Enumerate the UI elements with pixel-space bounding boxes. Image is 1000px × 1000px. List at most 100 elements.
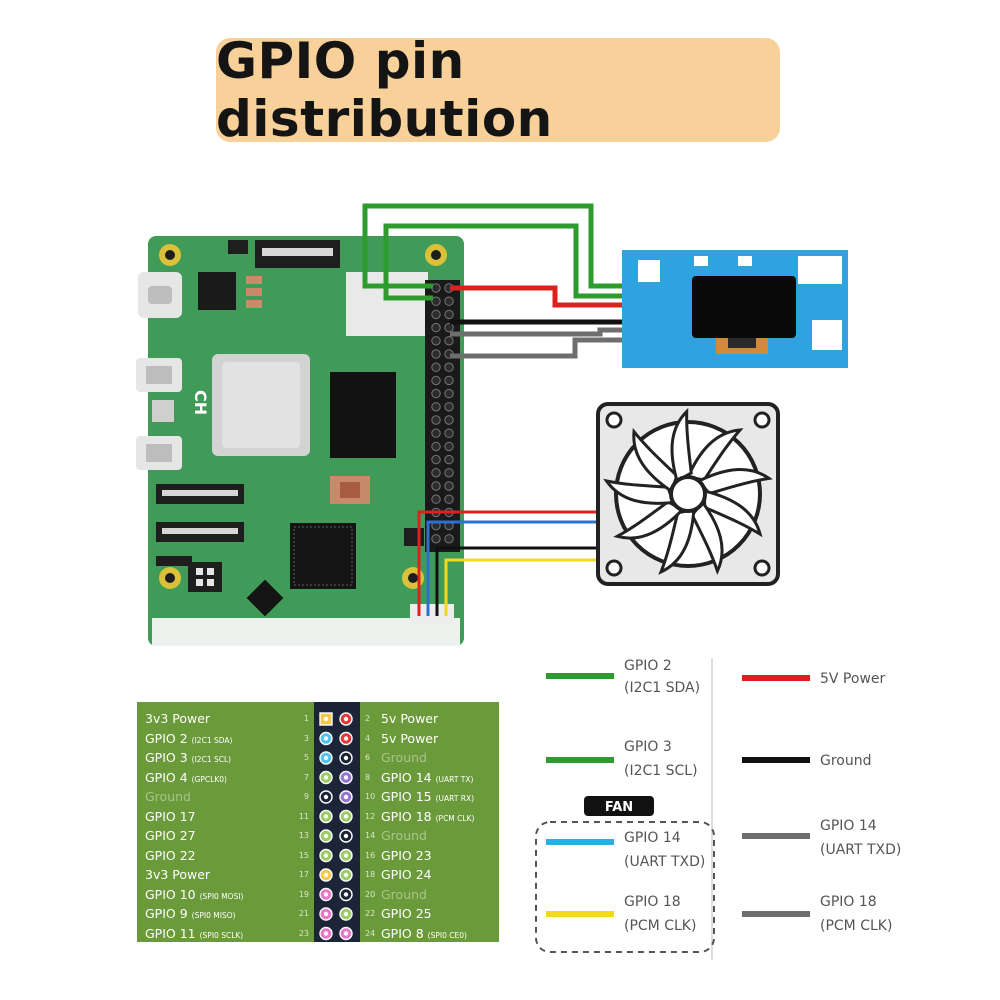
- header-pin: [444, 388, 454, 399]
- header-pin: [431, 534, 441, 544]
- pin-left-function: (SPI0 MISO): [191, 911, 236, 920]
- header-pin: [444, 494, 454, 504]
- pinout-dot-center: [323, 911, 329, 917]
- pin-right-name: GPIO 25: [381, 906, 432, 921]
- pin-left-name: Ground: [145, 789, 191, 804]
- fan-blade-icon: [603, 407, 773, 576]
- pin-number-right: 12: [365, 811, 376, 821]
- pinout-dot-center: [343, 814, 349, 819]
- fan-hub: [669, 475, 707, 513]
- io-chip: [290, 523, 356, 589]
- fan-blade: [658, 508, 696, 575]
- legend-label-ground: Ground: [820, 753, 872, 769]
- pin-right-function: (PCM CLK): [435, 813, 475, 823]
- wire-gpio3: [383, 223, 640, 301]
- pin-left-name: 3v3 Power: [145, 711, 211, 726]
- header-pin: [431, 349, 441, 359]
- pin-right-function: (SPI0 CE0): [427, 930, 467, 940]
- header-pin: [431, 362, 441, 372]
- pin-left-label: GPIO 17: [145, 809, 196, 824]
- pin-left-name: GPIO 27: [145, 828, 196, 843]
- legend-sublabel-gpio2: (I2C1 SDA): [624, 680, 700, 696]
- pin-right-label: Ground: [381, 887, 427, 902]
- pin-left-label: 3v3 Power: [145, 711, 210, 726]
- pinout-dot-center: [343, 872, 349, 878]
- pinout-dot-center: [323, 794, 329, 800]
- header-pin: [431, 402, 441, 412]
- wire-legend: FAN GPIO 2 (I2C1 SDA) 5V Power GPIO 3 (I…: [535, 658, 901, 960]
- fan-wires: [417, 510, 600, 616]
- pin-number-left: 15: [298, 850, 309, 860]
- fan-blade: [670, 407, 693, 484]
- pin-left-name: GPIO 10: [145, 886, 196, 902]
- legend-sublabel-fan-gpio14: (UART TXD): [624, 854, 705, 870]
- pinout-connector-strip: [314, 702, 360, 942]
- pinout-dot-center: [323, 872, 329, 878]
- ram-chip: [330, 372, 396, 458]
- diamond-chip: [246, 579, 284, 617]
- pin-right-name: GPIO 8: [381, 925, 424, 941]
- fan-blade: [632, 427, 679, 494]
- pin-left-label: 3v3 Power: [145, 867, 210, 882]
- pin-left-name: GPIO 3: [145, 750, 188, 765]
- wire-fan-power: [417, 510, 600, 616]
- header-pin: [431, 388, 441, 399]
- header-pin: [431, 441, 441, 452]
- pin-number-left: 17: [298, 870, 309, 879]
- pin-number-left: 13: [298, 831, 309, 840]
- pin-left-name: 3v3 Power: [145, 867, 211, 882]
- header-pin: [431, 322, 441, 333]
- pin-left-function: (GPCLK0): [191, 774, 227, 784]
- oled-display-module: [622, 250, 848, 368]
- pinout-dot-center: [323, 736, 329, 741]
- fan-group-box: [535, 821, 715, 953]
- header-pin: [431, 296, 441, 306]
- pinout-dot-center: [343, 775, 349, 780]
- pinout-dots: [319, 712, 353, 941]
- pinout-dot-center: [323, 814, 329, 819]
- legend-label-gpio18: GPIO 18: [820, 894, 877, 910]
- header-pin: [431, 283, 441, 293]
- pinout-dot-center: [343, 911, 349, 917]
- fan-badge-label: FAN: [605, 800, 633, 815]
- header-pin: [444, 468, 454, 478]
- pinout-dot-center: [323, 853, 329, 858]
- pin-left-label: GPIO 2 (I2C1 SDA): [145, 731, 232, 746]
- pin-right-name: 5v Power: [381, 711, 439, 726]
- header-pin: [444, 322, 454, 333]
- pin-number-left: 7: [303, 772, 309, 782]
- pinout-dot-center: [343, 833, 349, 839]
- pin-left-label: GPIO 27: [145, 828, 196, 843]
- wire-fan-ground: [435, 546, 600, 616]
- pin-number-left: 5: [303, 753, 309, 762]
- board-bottom-edge: [152, 618, 460, 646]
- fan-blade: [696, 467, 773, 496]
- header-pin: [444, 336, 454, 346]
- legend-label-gpio3: GPIO 3: [624, 739, 672, 755]
- pin-number-left: 21: [298, 909, 309, 918]
- pin-number-right: 10: [365, 792, 376, 801]
- pin-right-label: GPIO 14 (UART TX): [381, 770, 473, 785]
- header-pin: [444, 454, 454, 465]
- wire-gpio18: [450, 337, 640, 359]
- pin-left-function: (I2C1 SCL): [191, 755, 232, 764]
- header-pin: [444, 296, 454, 306]
- pinout-dot-center: [343, 794, 349, 800]
- pin-left-label: GPIO 10 (SPI0 MOSI): [145, 887, 243, 902]
- pin-right-label: Ground: [381, 828, 427, 843]
- legend-sublabel-gpio14: (UART TXD): [820, 842, 901, 858]
- page-title: GPIO pin distribution: [216, 32, 553, 148]
- title-banner: GPIO pin distribution: [216, 32, 780, 148]
- pin-number-right: 18: [365, 870, 376, 879]
- fan-badge: [584, 796, 654, 816]
- pin-right-label: GPIO 24: [381, 867, 432, 882]
- pin-left-name: GPIO 2: [145, 730, 188, 746]
- pin-right-label: 5v Power: [381, 711, 438, 726]
- legend-label-gpio14: GPIO 14: [820, 818, 877, 834]
- pin-number-right: 6: [365, 753, 371, 762]
